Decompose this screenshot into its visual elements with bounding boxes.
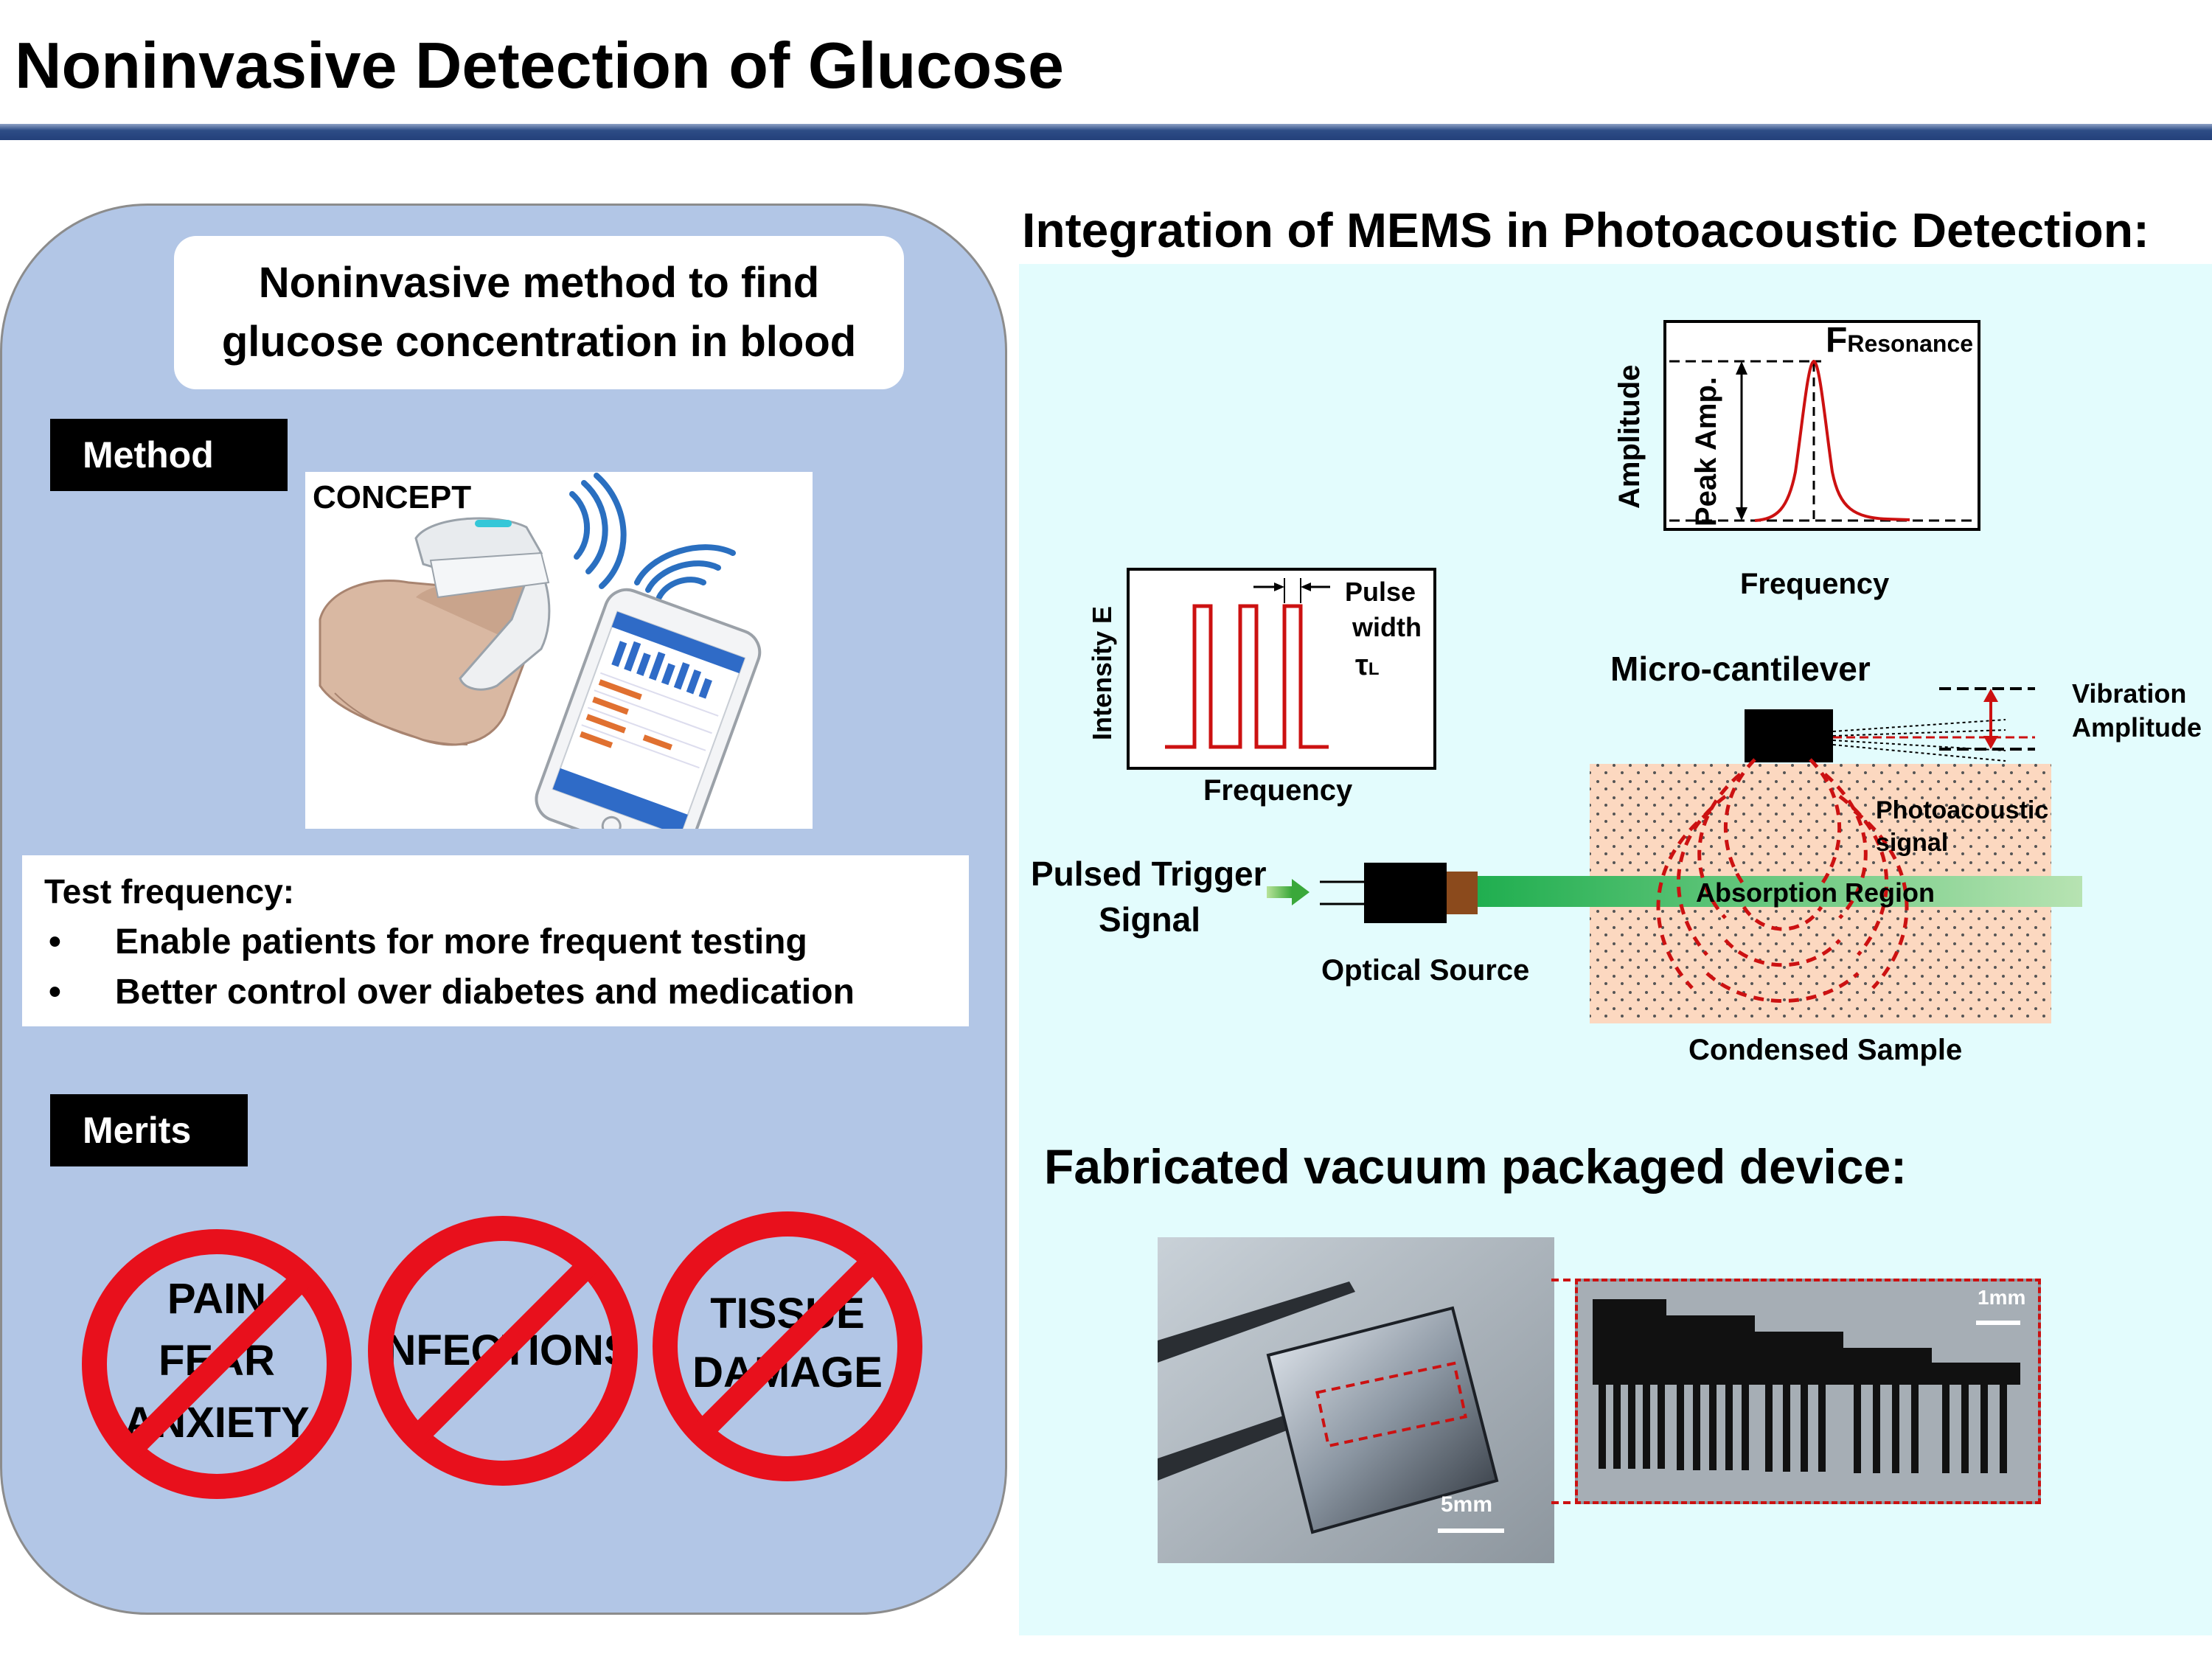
resonance-plot [1663, 320, 1980, 531]
f-resonance-label: FResonance [1826, 321, 1974, 360]
pulse-ylabel: Intensity E [1087, 605, 1117, 740]
callout-line-2: glucose concentration in blood [221, 318, 857, 366]
wireless-signal-icon [569, 473, 736, 600]
optical-source-label: Optical Source [1321, 954, 1530, 987]
scale-1mm: 1mm [1978, 1286, 2026, 1309]
prohibition-icon [82, 1229, 352, 1499]
title-divider [0, 124, 2212, 140]
photoacoustic-label-1: Photoacoustic [1876, 796, 2049, 824]
smartphone-icon [535, 588, 762, 829]
merits-tag: Merits [50, 1094, 248, 1166]
concept-illustration: CONCEPT [305, 472, 813, 829]
callout-box: Noninvasive method to find glucose conce… [174, 236, 904, 389]
photoacoustic-setup [1267, 687, 2082, 1023]
fabricated-heading: Fabricated vacuum packaged device: [1044, 1139, 1907, 1194]
test-frequency-heading: Test frequency: [44, 872, 295, 911]
bullet-item: •Enable patients for more frequent testi… [49, 922, 807, 961]
micro-cantilever-label: Micro-cantilever [1610, 650, 1871, 688]
condensed-sample-label: Condensed Sample [1688, 1034, 1963, 1066]
tau-label: τL [1355, 649, 1380, 681]
test-frequency-box: Test frequency: •Enable patients for mor… [22, 855, 969, 1026]
finger-pulse-device-icon [319, 517, 551, 746]
page-title: Noninvasive Detection of Glucose [15, 29, 1064, 102]
pulsed-trigger-label-2: Signal [1099, 900, 1201, 939]
scale-5mm: 5mm [1441, 1492, 1493, 1517]
merit-text: PAIN [167, 1275, 267, 1323]
pulse-annotation-1: Pulse [1345, 577, 1416, 607]
pulse-annotation-2: width [1352, 612, 1422, 642]
method-tag: Method [50, 419, 288, 491]
photoacoustic-label-2: signal [1876, 829, 1949, 857]
absorption-region-label: Absorption Region [1696, 877, 1935, 908]
pulse-xlabel: Frequency [1203, 774, 1353, 807]
merit-pain-fear-anxiety: PAIN FEAR ANXIETY [80, 1227, 354, 1501]
prohibition-icon [368, 1216, 638, 1486]
vibration-label-1: Vibration [2072, 678, 2187, 709]
integration-heading: Integration of MEMS in Photoacoustic Det… [1022, 203, 2150, 257]
pulsed-trigger-label-1: Pulsed Trigger [1031, 855, 1267, 893]
prohibition-icon [653, 1211, 922, 1481]
cantilever-array-zoom: 1mm [1575, 1279, 2041, 1504]
pulse-width-plot [1127, 568, 1436, 770]
tweezers-icon [1158, 1237, 1554, 1563]
cantilever-array [1578, 1281, 2038, 1501]
peak-amp-label: Peak Amp. [1690, 376, 1722, 526]
merit-tissue-damage: TISSUE DAMAGE [650, 1209, 925, 1484]
merit-infections: INFECTIONS [366, 1214, 640, 1488]
device-photo: 5mm [1158, 1237, 1554, 1563]
concept-label: CONCEPT [313, 479, 472, 515]
resonance-xlabel: Frequency [1740, 568, 1890, 600]
resonance-ylabel: Amplitude [1613, 364, 1646, 509]
vibration-label-2: Amplitude [2072, 712, 2202, 742]
callout-line-1: Noninvasive method to find [258, 259, 820, 307]
zoom-connector [1551, 1279, 1575, 1504]
bullet-item: •Better control over diabetes and medica… [49, 973, 855, 1012]
